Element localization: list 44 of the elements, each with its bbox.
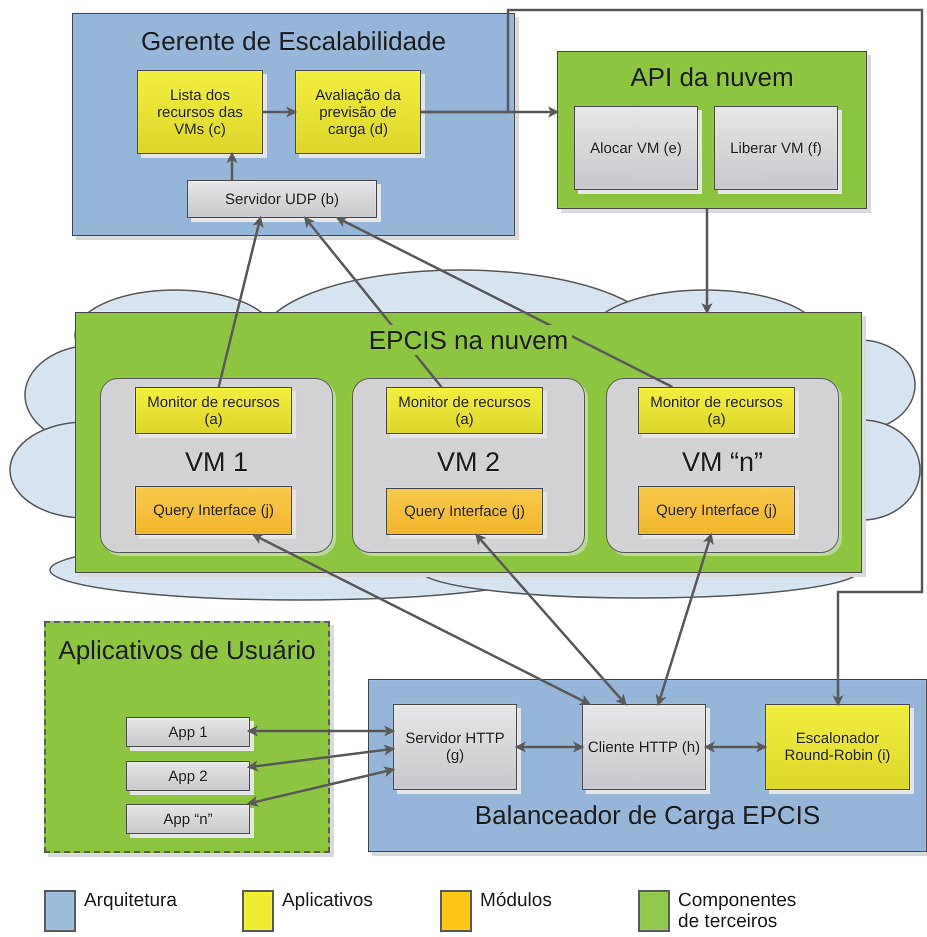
group-title: Gerente de Escalabilidade	[140, 26, 447, 56]
box-label: Servidor HTTP (g)	[404, 730, 506, 764]
box-label: Escalonador Round-Robin (i)	[784, 730, 892, 764]
double-arrow	[656, 532, 714, 706]
double-arrow	[246, 766, 396, 807]
double-arrow	[514, 741, 584, 753]
box-label: Monitor de recursos (a)	[146, 394, 281, 428]
vm-container	[352, 378, 585, 553]
box-label: Monitor de recursos (a)	[397, 394, 532, 428]
double-arrow	[246, 725, 396, 737]
box-label: Monitor de recursos (a)	[649, 394, 784, 428]
box-label: Cliente HTTP (h)	[588, 738, 700, 756]
legend-label: Componentes de terceiros	[678, 890, 798, 932]
box-label: Query Interface (j)	[404, 503, 525, 520]
box-label: Liberar VM (f)	[730, 140, 822, 156]
box-label: Servidor UDP (b)	[225, 190, 339, 208]
vm-container	[606, 378, 839, 553]
double-arrow	[252, 534, 592, 706]
arrow	[701, 209, 713, 314]
group-title: VM 2	[436, 447, 502, 477]
box-label: App 2	[168, 768, 208, 784]
double-arrow	[475, 533, 627, 706]
group-title: VM “n”	[681, 447, 764, 477]
group-title: VM 1	[184, 447, 250, 477]
arrow	[217, 216, 264, 388]
group-title: Balanceador de Carga EPCIS	[474, 800, 822, 830]
box-label: Avaliação da previsão de carga (d)	[314, 86, 402, 138]
double-arrow	[246, 744, 396, 772]
box-label: Alocar VM (e)	[590, 140, 682, 156]
arrow	[263, 106, 298, 118]
box-label: App “n”	[163, 810, 213, 828]
arrow	[226, 152, 238, 180]
double-arrow	[704, 741, 768, 753]
box-label: Lista dos recursos das VMs (c)	[156, 86, 244, 138]
box-label: Query Interface (j)	[656, 502, 777, 519]
arrow	[336, 216, 673, 388]
arrow	[421, 8, 924, 706]
vm-container	[100, 378, 333, 553]
legend-label: Arquitetura	[84, 890, 178, 911]
legend-label: Módulos	[480, 890, 553, 911]
box-label: App 1	[168, 724, 208, 740]
group-title: Aplicativos de Usuário	[57, 635, 317, 665]
box-label: Query Interface (j)	[153, 502, 274, 519]
legend-label: Aplicativos	[282, 890, 374, 911]
